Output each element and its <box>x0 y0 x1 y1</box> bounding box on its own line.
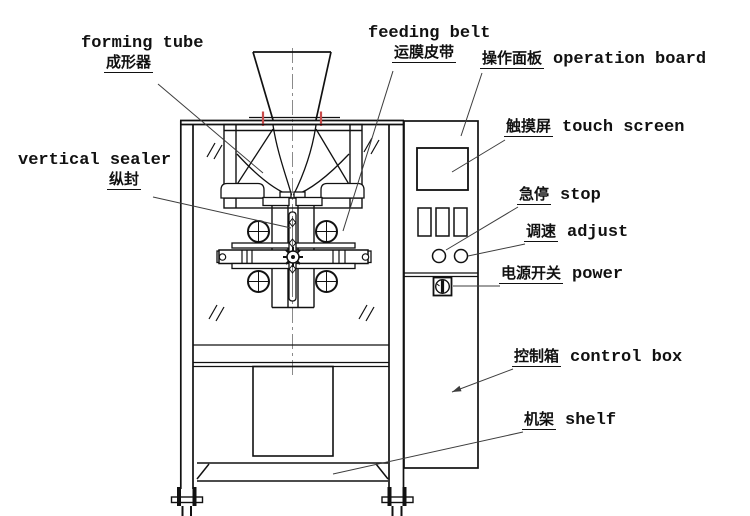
leader-operation-board <box>460 72 483 137</box>
film-cutter-gear <box>283 247 303 267</box>
forming-collar <box>220 124 365 207</box>
film-edge-marks <box>261 111 323 126</box>
label-vertical-sealer: vertical sealer 纵封 <box>18 151 171 190</box>
hatch-icon <box>363 137 380 155</box>
label-feeding-belt-en: feeding belt <box>368 24 491 43</box>
label-forming-tube: forming tube 成形器 <box>81 34 203 73</box>
label-control-box-zh: 控制箱 <box>512 347 562 367</box>
label-touch-screen-en: touch screen <box>562 118 685 137</box>
base-frame <box>196 462 389 482</box>
label-operation-board-en: operation board <box>553 50 707 69</box>
label-forming-tube-en: forming tube <box>81 34 204 53</box>
leader-touch-screen <box>451 139 506 173</box>
label-vertical-sealer-en: vertical sealer <box>18 151 172 170</box>
panel-button <box>417 207 432 237</box>
touch-screen-display <box>416 147 469 191</box>
label-touch-screen: 触摸屏 touch screen <box>504 117 684 137</box>
leader-feeding-belt <box>342 70 394 232</box>
label-operation-board: 操作面板 operation board <box>480 49 706 69</box>
hatch-icon <box>206 142 223 160</box>
roller-icon <box>247 220 270 243</box>
adjust-knob <box>453 248 469 264</box>
film-rollers <box>247 220 338 293</box>
stop-knob <box>431 248 447 264</box>
leader-shelf <box>332 431 524 475</box>
leader-forming-tube <box>157 83 264 174</box>
hopper <box>249 51 340 121</box>
label-control-box-en: control box <box>570 348 683 367</box>
panel-button <box>453 207 468 237</box>
label-shelf-zh: 机架 <box>522 410 557 430</box>
label-touch-screen-zh: 触摸屏 <box>504 117 554 137</box>
control-panel <box>403 120 479 469</box>
label-feeding-belt-zh: 运膜皮带 <box>392 42 457 63</box>
left-foot <box>170 487 204 516</box>
label-vertical-sealer-zh: 纵封 <box>107 169 142 190</box>
leader-lines <box>152 70 526 475</box>
roller-icon <box>315 220 338 243</box>
machine-frame <box>179 119 405 489</box>
right-foot <box>381 487 414 516</box>
label-shelf-en: shelf <box>565 411 617 430</box>
leader-control-box <box>451 368 514 393</box>
label-stop-zh: 急停 <box>517 185 552 205</box>
roller-icon <box>315 270 338 293</box>
mid-shelf-band <box>193 344 389 368</box>
label-shelf: 机架 shelf <box>522 410 616 430</box>
label-power-zh: 电源开关 <box>499 264 564 284</box>
label-stop-en: stop <box>560 186 601 205</box>
panel-button <box>435 207 450 237</box>
label-adjust-zh: 调速 <box>524 222 559 242</box>
label-operation-board-zh: 操作面板 <box>480 49 545 69</box>
hatch-icon <box>358 304 375 322</box>
leader-adjust <box>467 243 526 257</box>
label-adjust: 调速 adjust <box>524 222 628 242</box>
label-stop: 急停 stop <box>517 185 601 205</box>
leader-stop <box>445 206 519 251</box>
hatch-icon <box>208 304 225 322</box>
glass-hatch-marks <box>206 137 380 322</box>
label-forming-tube-zh: 成形器 <box>104 52 154 73</box>
power-switch-icon <box>432 276 453 297</box>
leader-vertical-sealer <box>152 196 292 229</box>
label-feeding-belt: feeding belt 运膜皮带 <box>368 24 490 63</box>
label-power-en: power <box>572 265 624 284</box>
label-adjust-en: adjust <box>567 223 629 242</box>
roller-icon <box>247 270 270 293</box>
label-power: 电源开关 power <box>499 264 623 284</box>
lower-door <box>252 365 334 457</box>
leader-arrowhead <box>452 385 462 392</box>
label-control-box: 控制箱 control box <box>512 347 682 367</box>
